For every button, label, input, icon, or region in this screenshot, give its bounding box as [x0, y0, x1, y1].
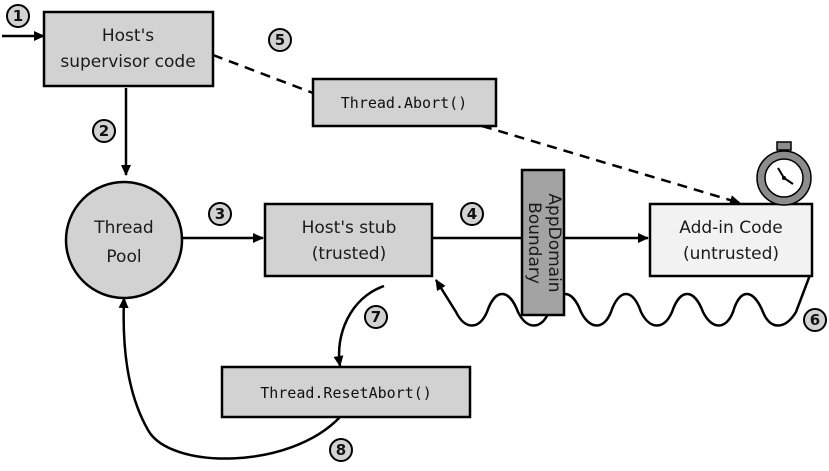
supervisor-line1: Host's — [102, 26, 154, 46]
step-2-badge: 2 — [92, 119, 116, 143]
stub-box — [263, 202, 434, 278]
boundary-line1: AppDomain — [544, 193, 564, 292]
boundary-line2: Boundary — [524, 202, 544, 284]
supervisor-line2: supervisor code — [60, 52, 195, 72]
step-7-badge: 7 — [364, 305, 388, 329]
svg-text:4: 4 — [467, 205, 477, 223]
supervisor-box — [42, 10, 215, 88]
addin-box — [648, 202, 814, 278]
step-6-badge: 6 — [803, 308, 827, 332]
step-3-badge: 3 — [208, 202, 232, 226]
svg-text:5: 5 — [275, 31, 285, 49]
addin-line2: (untrusted) — [683, 244, 779, 264]
step-8-badge: 8 — [329, 438, 353, 462]
svg-text:7: 7 — [371, 308, 381, 326]
addin-line1: Add-in Code — [679, 218, 782, 238]
step-1-badge: 1 — [6, 4, 30, 28]
appdomain-boundary — [520, 168, 566, 317]
resetabort-code-label: Thread.ResetAbort() — [260, 384, 432, 402]
stopwatch-icon — [756, 141, 812, 206]
stub-line2: (trusted) — [312, 244, 386, 264]
svg-text:3: 3 — [215, 205, 225, 223]
thread-pool-line1: Thread — [93, 218, 153, 238]
abort-code-box — [311, 77, 498, 128]
abort-code-label: Thread.Abort() — [341, 94, 467, 112]
svg-text:6: 6 — [810, 311, 820, 329]
svg-text:1: 1 — [13, 7, 23, 25]
step-4-badge: 4 — [460, 202, 484, 226]
resetabort-code-box — [220, 365, 472, 419]
unwind-wave-path — [434, 274, 812, 327]
svg-text:8: 8 — [336, 441, 346, 459]
svg-text:2: 2 — [99, 122, 109, 140]
abort-dash-lower — [481, 124, 741, 205]
thread-pool-line2: Pool — [106, 247, 141, 267]
step-5-badge: 5 — [268, 28, 292, 52]
resetabort-to-pool-arrow — [118, 297, 341, 460]
stub-to-resetabort-arrow — [333, 284, 385, 367]
stub-line1: Host's stub — [302, 218, 397, 238]
thread-pool-circle — [64, 180, 184, 300]
abort-dash-upper — [212, 53, 314, 95]
